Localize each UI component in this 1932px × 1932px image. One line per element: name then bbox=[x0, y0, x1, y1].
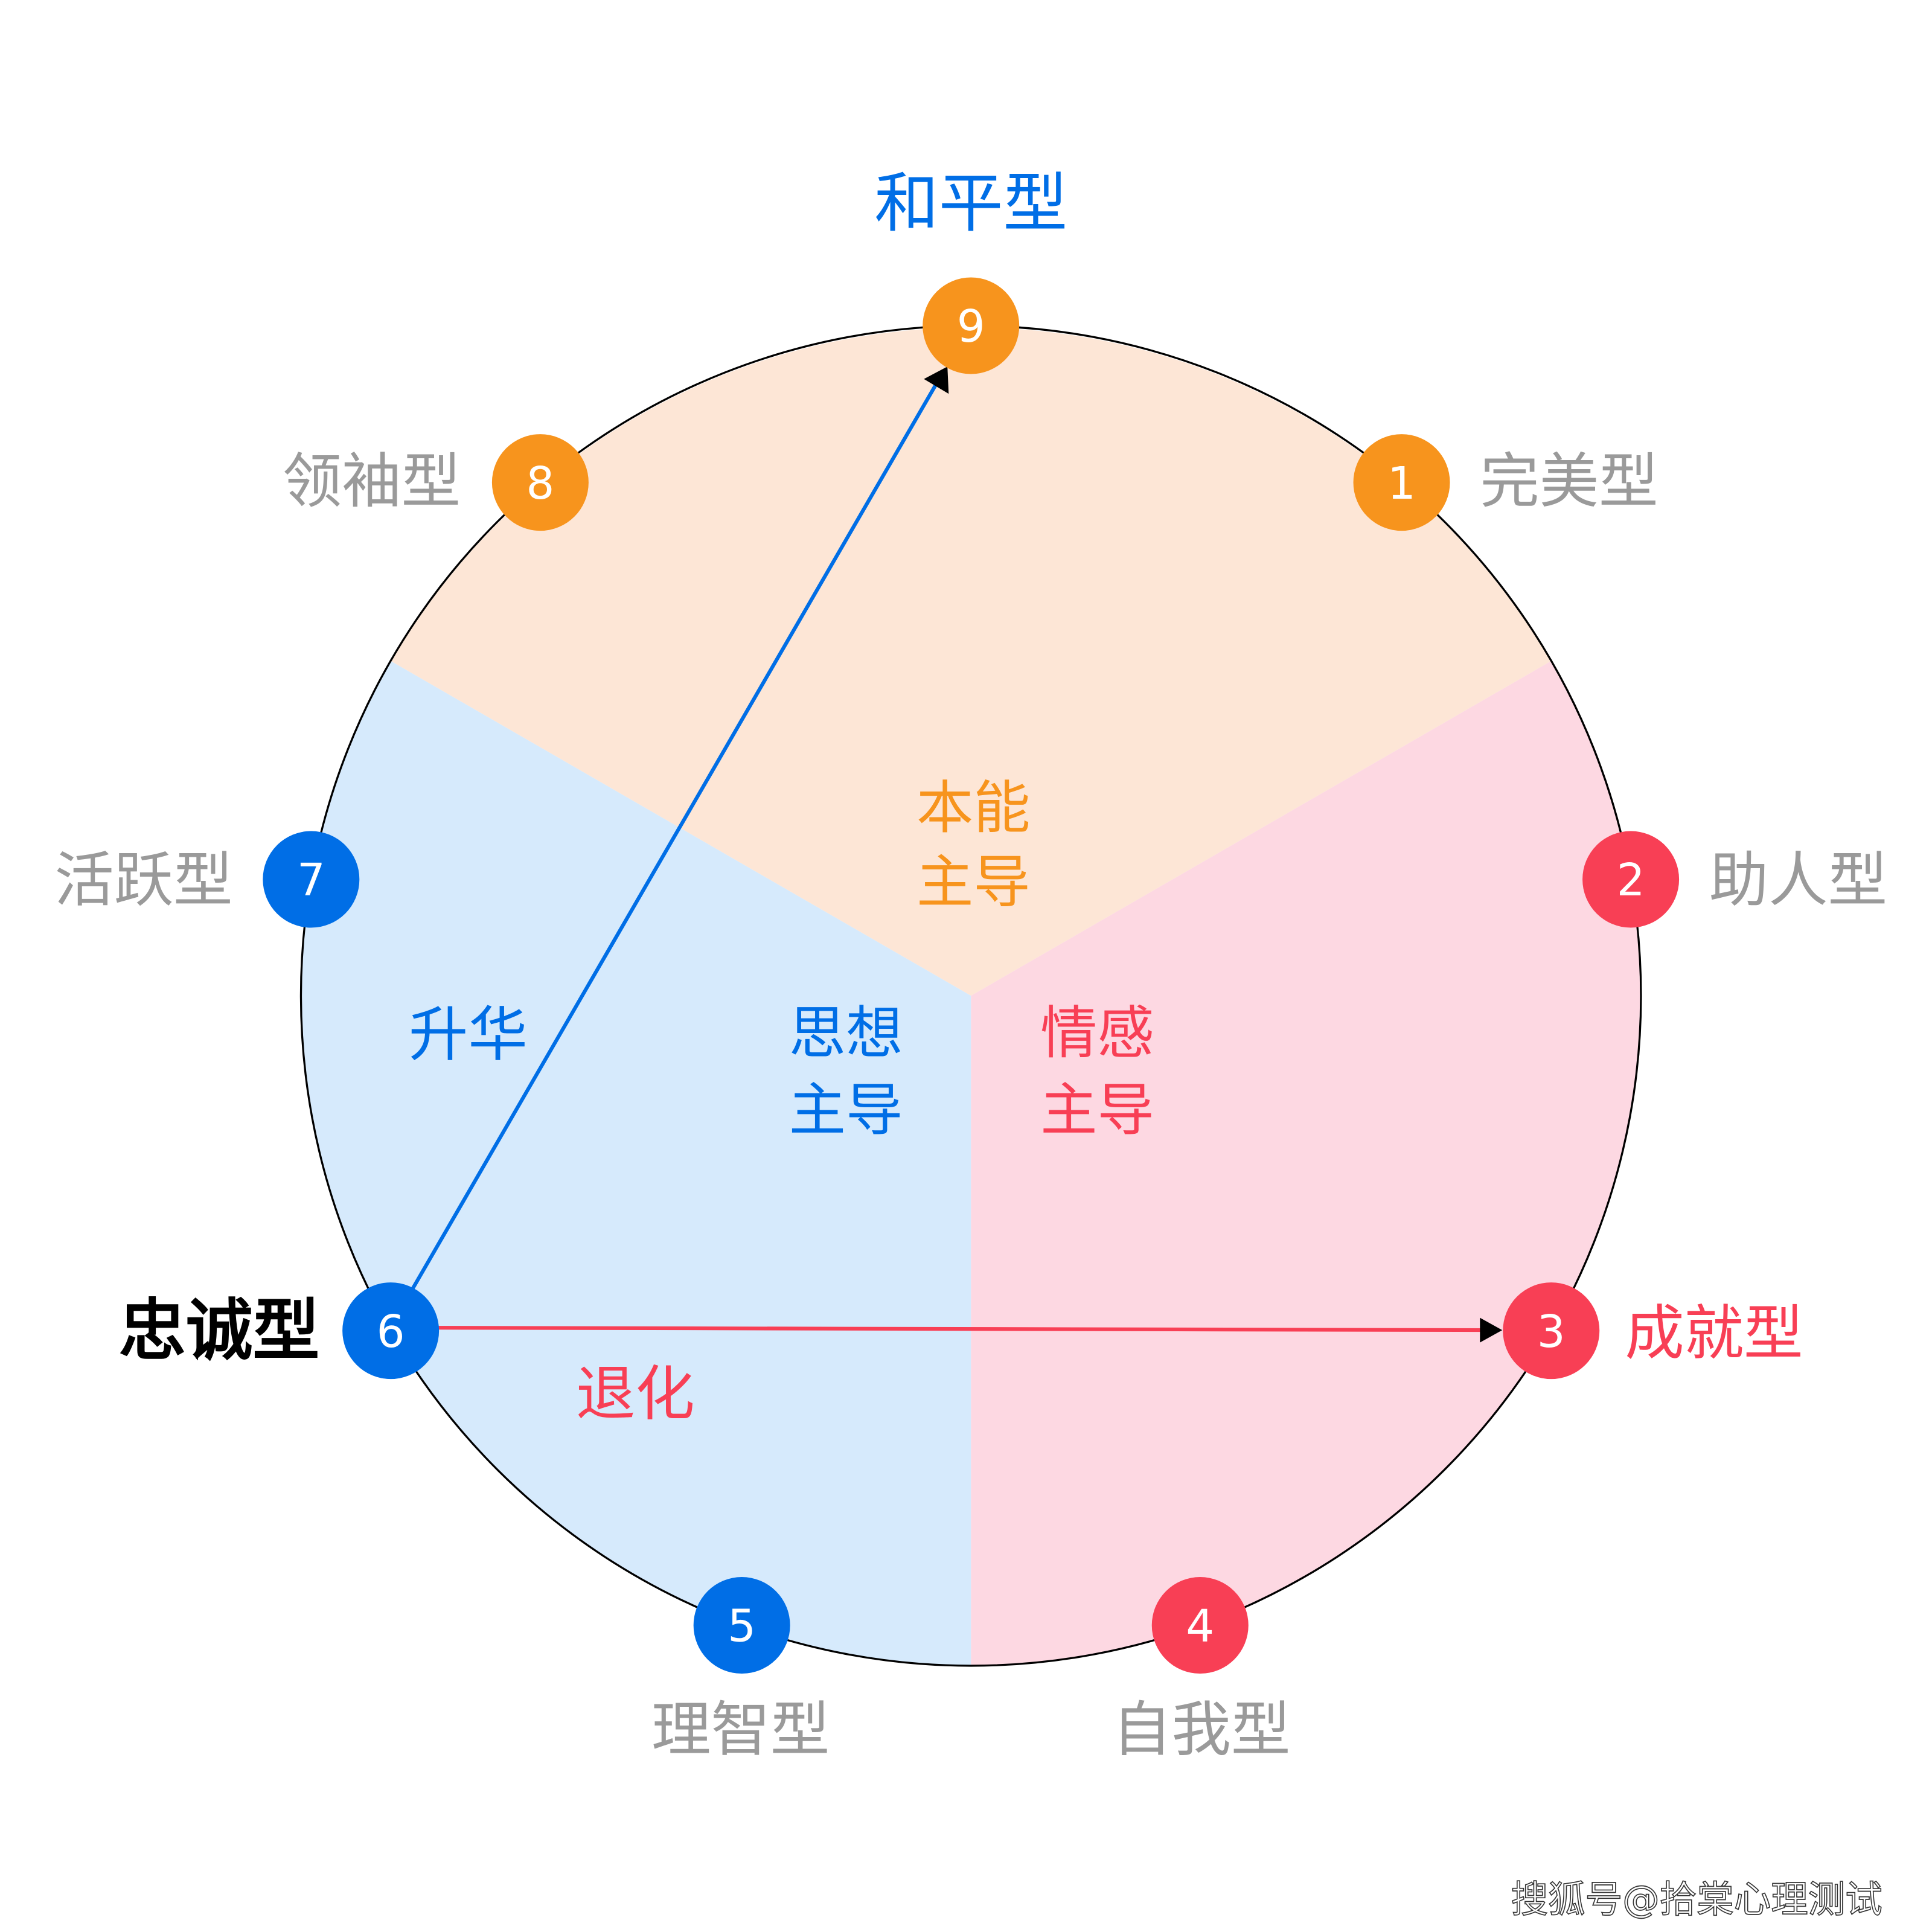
type-node-5 bbox=[693, 1577, 790, 1674]
sector-feeling bbox=[971, 661, 1640, 1666]
node-number: 3 bbox=[1537, 1306, 1566, 1358]
type-label: 成就型 bbox=[1625, 1299, 1803, 1368]
type-label: 助人型 bbox=[1709, 846, 1887, 915]
type-label: 忠诚型 bbox=[119, 1292, 319, 1370]
center-label: 思想 bbox=[789, 1000, 903, 1067]
node-number: 1 bbox=[1387, 458, 1416, 510]
arrowhead-icon bbox=[924, 366, 949, 394]
center-feeling: 情感 主导 bbox=[1040, 1000, 1154, 1144]
type-node-8 bbox=[491, 434, 589, 531]
center-instinct: 本能 主导 bbox=[916, 775, 1031, 915]
node-number: 8 bbox=[526, 458, 554, 510]
node-number: 2 bbox=[1617, 854, 1645, 906]
center-label: 主导 bbox=[916, 849, 1031, 915]
integration-label: 升华 bbox=[409, 1001, 528, 1070]
type-label: 领袖型 bbox=[283, 447, 461, 516]
node-number: 9 bbox=[957, 301, 985, 353]
arrowhead-icon bbox=[1480, 1317, 1503, 1343]
type-label: 活跃型 bbox=[54, 846, 232, 915]
type-node-4 bbox=[1151, 1577, 1249, 1674]
disintegration-label: 退化 bbox=[576, 1360, 695, 1429]
type-label: 和平型 bbox=[874, 166, 1067, 241]
center-label: 本能 bbox=[916, 775, 1031, 841]
center-label: 主导 bbox=[789, 1077, 903, 1144]
type-node-7 bbox=[263, 831, 360, 928]
disintegration-arrow bbox=[390, 1325, 1484, 1332]
type-node-2 bbox=[1582, 831, 1680, 928]
type-label: 自我型 bbox=[1112, 1695, 1290, 1764]
node-number: 6 bbox=[377, 1306, 405, 1358]
sector-instinct bbox=[391, 327, 1551, 996]
type-node-9 bbox=[923, 277, 1020, 374]
integration-arrow bbox=[388, 383, 938, 1329]
node-number: 4 bbox=[1186, 1601, 1214, 1652]
node-number: 5 bbox=[728, 1601, 756, 1652]
type-label: 理智型 bbox=[651, 1695, 830, 1764]
type-node-6 bbox=[342, 1282, 440, 1380]
type-label: 完美型 bbox=[1480, 447, 1658, 516]
type-node-3 bbox=[1503, 1282, 1600, 1380]
center-thinking: 思想 主导 bbox=[789, 1000, 903, 1144]
center-label: 情感 bbox=[1040, 1000, 1154, 1067]
sector-thinking bbox=[302, 661, 971, 1666]
watermark: 搜狐号@拾棠心理测试 bbox=[1511, 1878, 1882, 1921]
node-number: 7 bbox=[297, 854, 325, 906]
type-node-1 bbox=[1353, 434, 1450, 531]
center-label: 主导 bbox=[1040, 1077, 1154, 1144]
